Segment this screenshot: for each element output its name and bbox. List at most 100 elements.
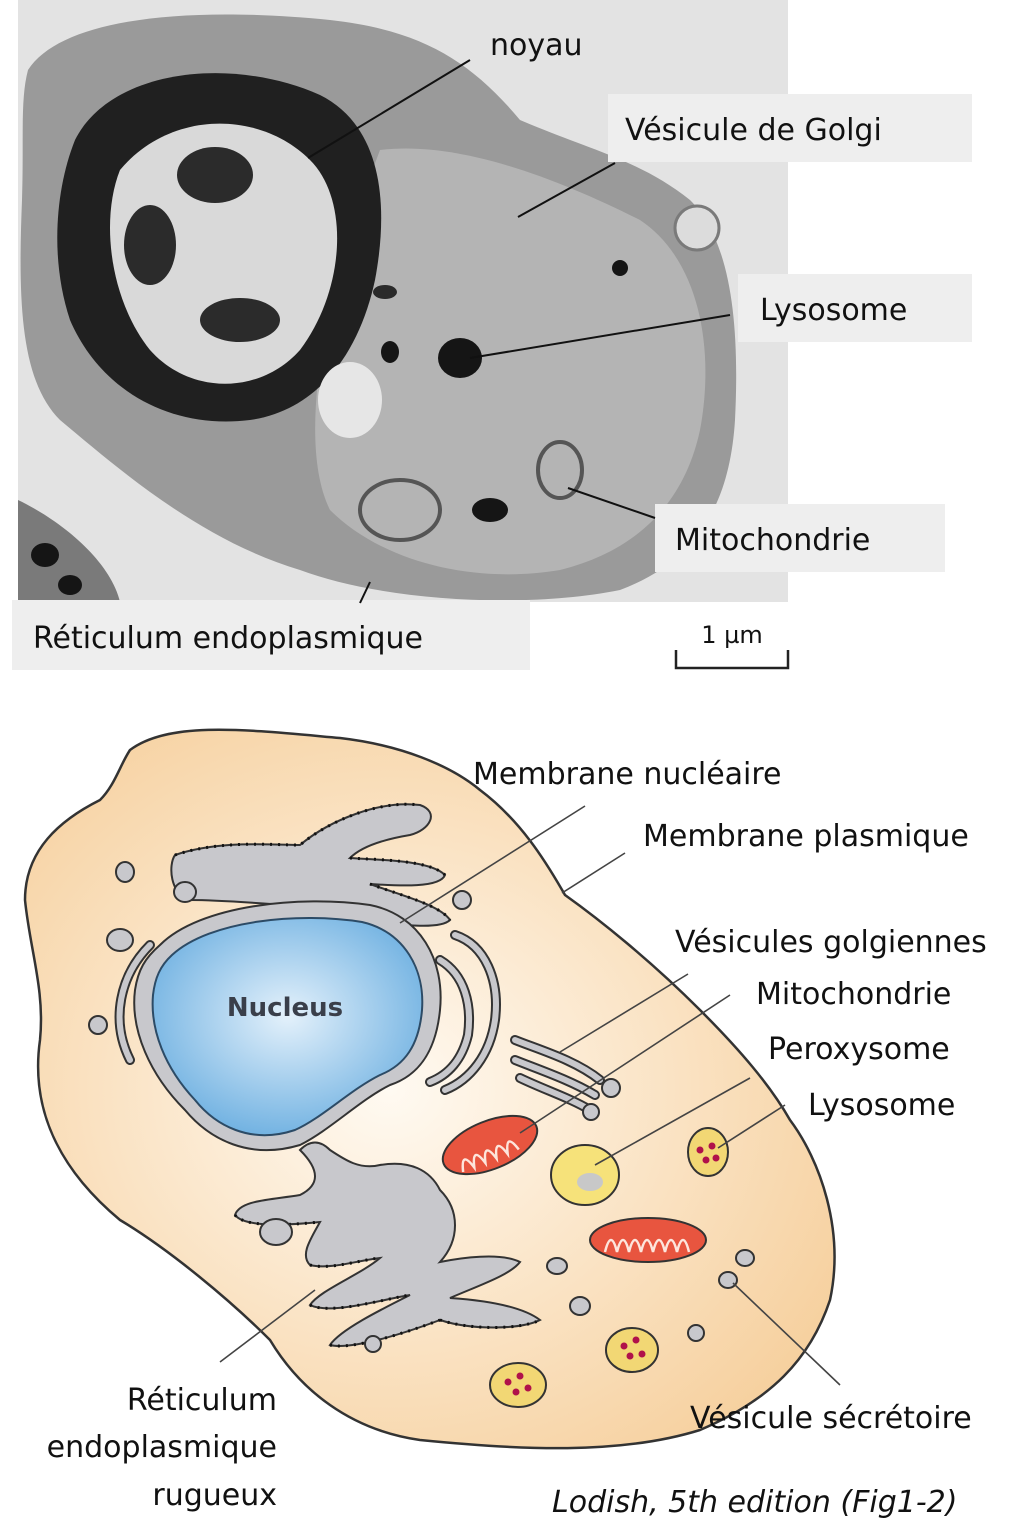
vesicle [687, 1324, 705, 1342]
micrograph-surface-vesicle [673, 204, 721, 252]
lysosome-1-dot [708, 1142, 716, 1150]
schematic-er-right-1-fill [442, 932, 499, 1093]
leader-lysosome [717, 1104, 786, 1149]
schematic-er-right-2-fill [427, 957, 473, 1085]
label-vesicule-secretoire: Vésicule sécrétoire [690, 1401, 972, 1436]
lysosome-2-dot [638, 1350, 646, 1358]
label-lysosome: Lysosome [760, 293, 907, 328]
label-mitochondrie-schematic: Mitochondrie [756, 977, 951, 1012]
label-mitochondrie: Mitochondrie [675, 523, 870, 558]
label-noyau: noyau [490, 28, 583, 63]
label-box-mitochondrie [655, 504, 945, 572]
label-box-golgi [608, 94, 972, 162]
micrograph-adjacent-cell-blob-1 [31, 543, 59, 567]
schematic-vesicles [88, 861, 755, 1353]
vesicle [259, 1218, 293, 1246]
leader-mitochondrie [567, 487, 656, 519]
schematic-nucleus [151, 917, 424, 1137]
schematic-mitochondrion-1 [441, 1114, 539, 1176]
leader-vesicule-secretoire [732, 1282, 841, 1386]
micrograph-vacuole [318, 362, 382, 438]
schematic-lysosome-3 [489, 1362, 547, 1408]
lysosome-3-dot [512, 1388, 520, 1396]
mitochondrion-2-cristae [603, 1238, 691, 1253]
label-reticulum: Réticulum endoplasmique [33, 621, 423, 656]
vesicle [546, 1257, 568, 1275]
label-membrane-nucleaire: Membrane nucléaire [473, 757, 782, 792]
label-reticulum-line2: endoplasmique [47, 1430, 277, 1465]
golgi-cisterna-2-fill [512, 1057, 598, 1098]
micrograph-chromatin-1 [177, 147, 253, 203]
label-box-lysosome [738, 274, 972, 342]
vesicle [173, 881, 197, 903]
leader-membrane-plasmique [561, 852, 626, 894]
lysosome-1-dot [696, 1146, 704, 1154]
leader-peroxysome [594, 1077, 751, 1166]
leader-membrane-nucleaire [399, 805, 586, 924]
micrograph-chromatin-2 [124, 205, 176, 285]
lysosome-3-dot [516, 1372, 524, 1380]
micrograph-lysosome-3 [472, 498, 508, 522]
lysosome-2-dot [632, 1336, 640, 1344]
micrograph-mitochondrion-2 [536, 440, 584, 500]
leader-golgi [517, 162, 616, 218]
vesicle [569, 1296, 591, 1316]
micrograph-lysosome-4 [612, 260, 628, 276]
leader-reticulum-rugueux [219, 1289, 316, 1363]
lysosome-2-dot [626, 1352, 634, 1360]
schematic-lysosome-1 [687, 1127, 729, 1177]
vesicle [452, 890, 472, 910]
leader-mitochondrie [519, 994, 731, 1134]
schematic-peroxisome [550, 1144, 620, 1206]
lysosome-1-dot [712, 1154, 720, 1162]
label-vesicules-golgiennes: Vésicules golgiennes [675, 925, 987, 960]
mitochondrion-1-cristae [461, 1140, 520, 1173]
scale-bar-label: 1 µm [701, 621, 763, 649]
label-box-reticulum [12, 600, 530, 670]
label-reticulum-line1: Réticulum [127, 1383, 277, 1418]
schematic-cell-membrane [23, 728, 836, 1450]
label-vesicule-golgi: Vésicule de Golgi [625, 113, 882, 148]
golgi-cisterna-1-fill [512, 1037, 603, 1083]
micrograph-lysosome-1 [438, 338, 482, 378]
schematic-er-upper-ribosomes [174, 802, 452, 921]
label-membrane-plasmique: Membrane plasmique [643, 819, 969, 854]
micrograph-nucleoplasm [110, 123, 338, 384]
vesicle [88, 1015, 108, 1035]
lysosome-2-body [605, 1327, 659, 1373]
nucleus-label: Nucleus [227, 993, 343, 1023]
leader-vesicules-golgiennes [559, 973, 689, 1053]
scale-bar-line [674, 650, 790, 670]
leader-noyau [307, 59, 471, 159]
vesicle [115, 861, 135, 883]
citation: Lodish, 5th edition (Fig1-2) [552, 1485, 957, 1520]
lysosome-1-body [687, 1127, 729, 1177]
label-lysosome-schematic: Lysosome [808, 1088, 955, 1123]
vesicle [718, 1271, 738, 1289]
micrograph-chromatin-3 [200, 298, 280, 342]
schematic-lysosome-2 [605, 1327, 659, 1373]
vesicle [601, 1078, 621, 1098]
scale-bar: 1 µm [674, 621, 790, 670]
lysosome-1-dot [702, 1156, 710, 1164]
vesicle [364, 1335, 382, 1353]
label-peroxysome: Peroxysome [768, 1032, 950, 1067]
label-reticulum-line3: rugueux [152, 1478, 277, 1513]
lysosome-3-dot [524, 1384, 532, 1392]
vesicle [106, 928, 134, 952]
vesicle [735, 1249, 755, 1267]
micrograph-granule [373, 285, 397, 299]
lysosome-3-body [489, 1362, 547, 1408]
micrograph-mitochondrion-1 [358, 478, 442, 542]
micrograph-cytoplasm [315, 148, 706, 575]
schematic-er-left-1-fill [116, 942, 153, 1063]
micrograph-adjacent-cell [18, 500, 120, 602]
micrograph-adjacent-cell-blob-2 [58, 575, 82, 595]
peroxisome-core [577, 1173, 603, 1191]
electron-micrograph: noyau Vésicule de Golgi Lysosome Mitocho… [12, 0, 972, 670]
schematic-mitochondrion-2 [589, 1217, 707, 1263]
vesicle [582, 1103, 600, 1121]
micrograph-lysosome-2 [381, 341, 399, 363]
leader-reticulum [359, 581, 371, 604]
